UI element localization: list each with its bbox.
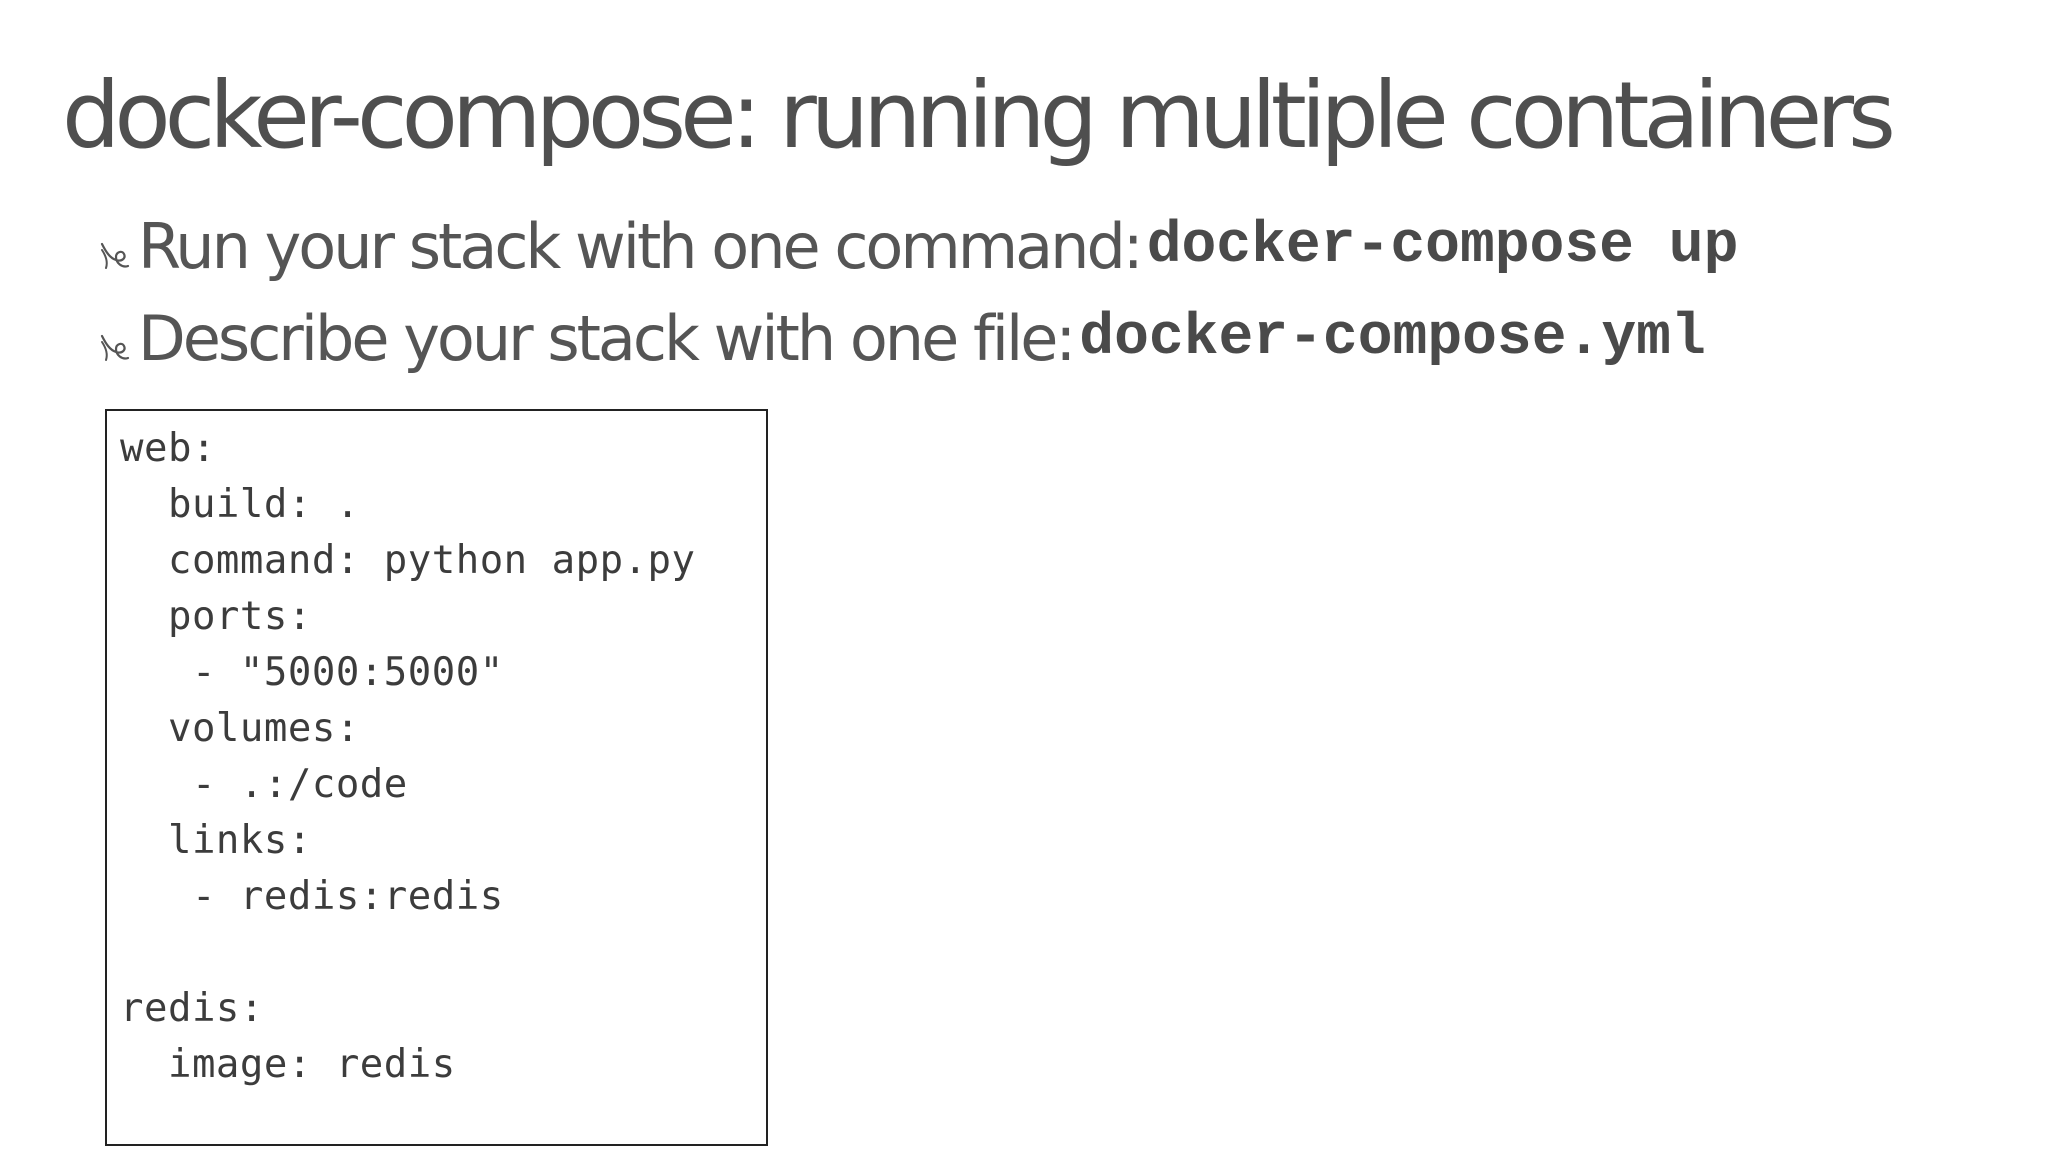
- bullet-text: Run your stack with one command:: [138, 209, 1144, 283]
- bullet-text: Describe your stack with one file:: [138, 301, 1076, 375]
- slide-title: docker-compose: running multiple contain…: [62, 62, 1896, 169]
- bullet-list: Run your stack with one command: docker-…: [96, 200, 1738, 384]
- yaml-code-box: web: build: . command: python app.py por…: [105, 409, 768, 1146]
- bullet-command-code: docker-compose up: [1146, 213, 1739, 279]
- bullet-item-describe-file: Describe your stack with one file: docke…: [96, 292, 1738, 384]
- swirl-bullet-icon: [96, 330, 130, 364]
- bullet-filename-code: docker-compose.yml: [1079, 305, 1706, 371]
- bullet-item-run-command: Run your stack with one command: docker-…: [96, 200, 1738, 292]
- swirl-bullet-icon: [96, 238, 130, 272]
- yaml-code-content: web: build: . command: python app.py por…: [120, 426, 696, 1087]
